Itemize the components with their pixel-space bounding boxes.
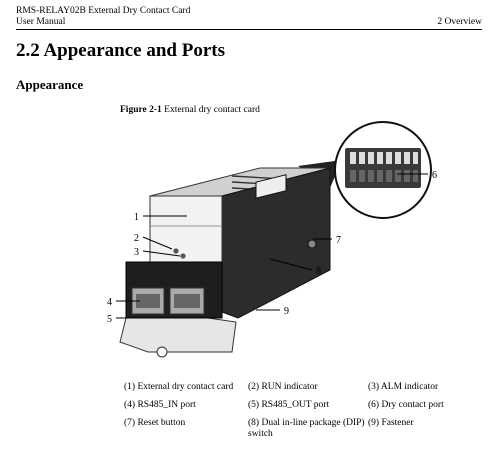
figure-caption-text: External dry contact card (164, 105, 260, 115)
sub-heading: Appearance (16, 77, 84, 92)
document-subtitle: User Manual (16, 17, 66, 27)
reset-button (307, 239, 317, 249)
figure-label: Figure 2-1 (120, 105, 162, 115)
legend-item-8: (8) Dual in-line package (DIP) switch (248, 418, 365, 439)
legend-item-4: (4) RS485_IN port (124, 400, 196, 410)
legend-item-2: (2) RUN indicator (248, 382, 318, 392)
legend-item-1: (1) External dry contact card (124, 382, 234, 392)
document-title: RMS-RELAY02B External Dry Contact Card (16, 6, 191, 16)
legend-row: (1) External dry contact card (2) RUN in… (124, 382, 474, 392)
callout-2: 2 (134, 233, 139, 244)
run-indicator (173, 248, 179, 254)
callout-8: 8 (316, 266, 321, 277)
legend-row: (7) Reset button (8) Dual in-line packag… (124, 418, 474, 440)
legend-item-3: (3) ALM indicator (368, 382, 439, 392)
callout-6: 6 (432, 170, 437, 181)
alm-indicator (180, 253, 186, 259)
legend-item-5: (5) RS485_OUT port (248, 400, 330, 410)
legend-item-7: (7) Reset button (124, 418, 186, 428)
zoom-detail (334, 121, 432, 219)
device-body (125, 167, 331, 319)
callout-5: 5 (107, 314, 112, 325)
fastener-base (119, 317, 237, 358)
terminal-pins (350, 152, 418, 164)
section-label: 2 Overview (437, 17, 482, 27)
section-heading: 2.2 Appearance and Ports (16, 40, 225, 61)
legend-item-6: (6) Dry contact port (368, 400, 444, 410)
legend-row: (4) RS485_IN port (5) RS485_OUT port (6)… (124, 400, 474, 410)
fastener-hole (156, 346, 168, 358)
figure-legend: (1) External dry contact card (2) RUN in… (124, 382, 474, 448)
figure-caption: Figure 2-1 External dry contact card (120, 105, 260, 115)
leader-lines (116, 173, 428, 319)
legend-item-9: (9) Fastener (368, 418, 414, 428)
callout-9: 9 (284, 306, 289, 317)
terminal-screws (350, 170, 418, 182)
callout-1: 1 (134, 212, 139, 223)
callout-7: 7 (336, 235, 341, 246)
callout-numbers: 1 2 3 4 5 6 7 8 9 (107, 170, 437, 325)
dip-switch-window (255, 174, 287, 199)
document-header: RMS-RELAY02B External Dry Contact Card U… (16, 6, 190, 28)
header-rule (16, 29, 482, 30)
callout-4: 4 (107, 297, 112, 308)
callout-3: 3 (134, 247, 139, 258)
